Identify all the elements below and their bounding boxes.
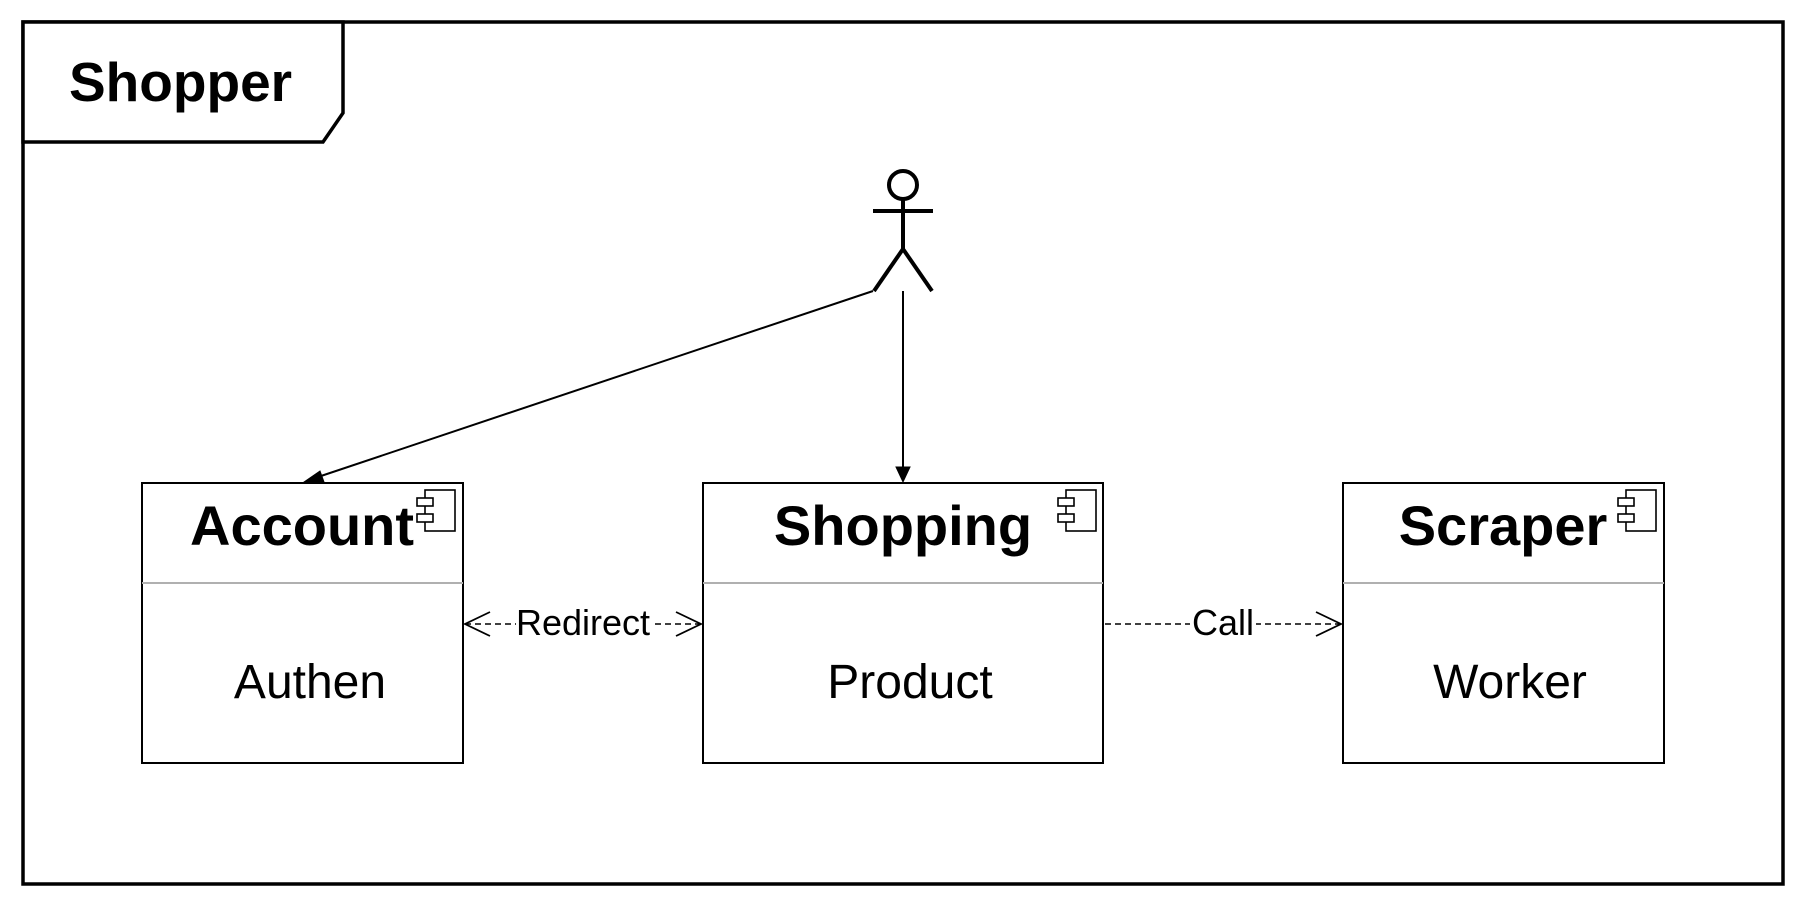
open-arrowhead-icon: [675, 611, 704, 637]
actor-icon[interactable]: [872, 169, 934, 293]
edge-actor-to-shopping[interactable]: [895, 291, 911, 484]
open-arrowhead-icon: [1315, 611, 1344, 637]
component-icon: [416, 489, 456, 532]
arrowhead-icon: [895, 466, 911, 484]
edge-actor-to-account[interactable]: [302, 290, 874, 483]
edge-label-background: [1190, 602, 1256, 644]
component-shopping[interactable]: Shopping Product: [702, 482, 1104, 764]
component-icon: [1617, 489, 1657, 532]
component-box: [1342, 482, 1665, 764]
component-name: Account: [190, 494, 414, 557]
edge-label-background: [516, 602, 652, 644]
frame-border: [21, 20, 1785, 886]
component-box: [141, 482, 464, 764]
edge-redirect[interactable]: Redirect: [462, 602, 704, 644]
frame: Shopper: [21, 20, 1785, 886]
component-account[interactable]: Account Authen: [141, 482, 464, 764]
component-icon: [1057, 489, 1097, 532]
component-scraper[interactable]: Scraper Worker: [1342, 482, 1665, 764]
component-box: [702, 482, 1104, 764]
component-body: Product: [827, 656, 992, 709]
edge-label: Call: [1192, 602, 1254, 643]
open-arrowhead-icon: [462, 611, 491, 637]
component-body: Worker: [1433, 656, 1587, 709]
component-name: Scraper: [1399, 494, 1608, 557]
component-body: Authen: [234, 656, 386, 709]
edge-label: Redirect: [516, 602, 650, 643]
frame-title-tab: [21, 20, 345, 144]
component-name: Shopping: [774, 494, 1032, 557]
arrowhead-icon: [302, 470, 325, 483]
frame-title: Shopper: [69, 51, 292, 113]
edge-call[interactable]: Call: [1105, 602, 1344, 644]
